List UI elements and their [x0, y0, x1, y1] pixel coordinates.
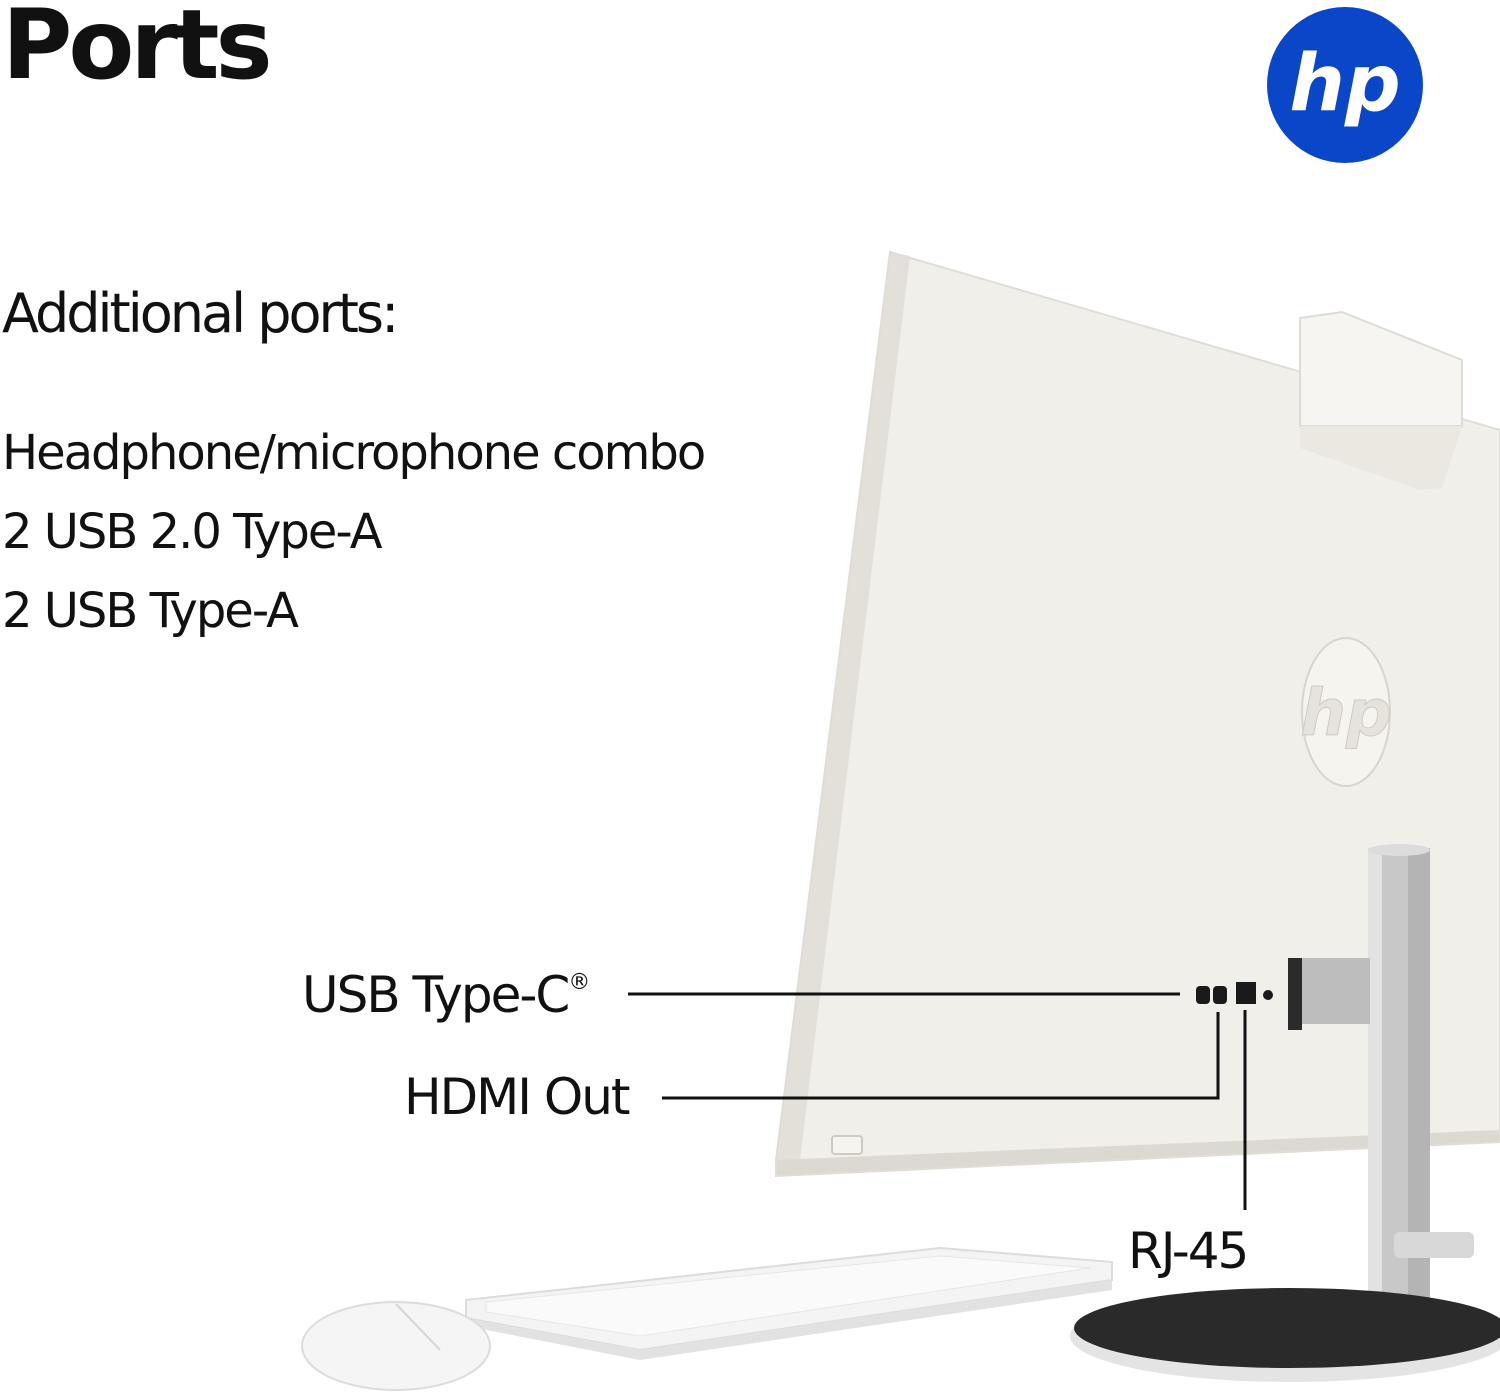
port-item-usb-type-a: 2 USB Type-A: [2, 583, 299, 639]
page-title: Ports: [2, 0, 273, 101]
mouse: [301, 1301, 491, 1391]
monitor-hp-emboss-icon: hp: [1300, 637, 1392, 787]
section-heading: Additional ports:: [2, 282, 399, 345]
port-cluster: [1196, 982, 1273, 1004]
port-item-usb-2-type-a: 2 USB 2.0 Type-A: [2, 504, 383, 560]
svg-text:hp: hp: [1300, 677, 1391, 751]
webcam: [1299, 310, 1463, 490]
power-button: [831, 1135, 863, 1155]
callout-usb-type-c-label: USB Type-C: [302, 966, 570, 1024]
keyboard: [465, 1246, 1113, 1360]
hp-logo-icon: hp: [1266, 6, 1424, 164]
hp-logo-text: hp: [1289, 39, 1400, 129]
registered-mark: ®: [568, 970, 590, 995]
leader-lines: [628, 992, 1247, 1210]
stand-base: [1070, 1288, 1500, 1382]
port-list: Headphone/microphone combo 2 USB 2.0 Typ…: [2, 414, 706, 651]
monitor-back: [775, 250, 1500, 1178]
port-item-headphone: Headphone/microphone combo: [2, 425, 706, 481]
callout-rj45: RJ-45: [1128, 1222, 1249, 1280]
callout-hdmi-out: HDMI Out: [404, 1068, 631, 1126]
stand: [1288, 844, 1474, 1308]
callout-usb-type-c: USB Type-C®: [302, 970, 590, 1020]
